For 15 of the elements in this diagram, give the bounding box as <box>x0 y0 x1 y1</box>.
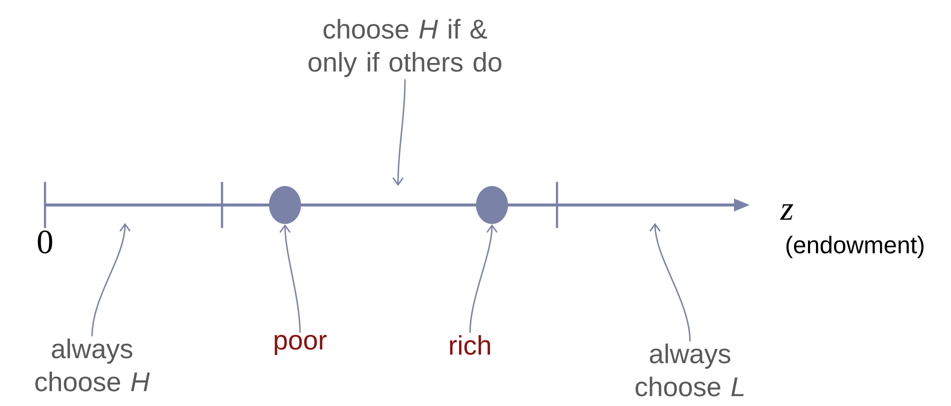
axis-label: 0 <box>38 230 52 254</box>
curved-arrow <box>91 223 131 336</box>
text-label: choose H if & only if others do <box>308 18 502 78</box>
curved-arrow <box>279 224 301 333</box>
dot <box>269 186 301 224</box>
text-label: poor <box>274 334 327 356</box>
dot <box>476 186 508 224</box>
curved-arrow <box>469 224 498 333</box>
text-label: always choose H <box>35 338 150 392</box>
curved-arrow <box>649 223 691 342</box>
text-label: rich <box>450 335 490 355</box>
text-label: always choose L <box>636 344 744 396</box>
axis-label: (endowment) <box>786 236 924 258</box>
curved-arrow <box>392 79 406 186</box>
axis-label: z <box>780 204 794 220</box>
